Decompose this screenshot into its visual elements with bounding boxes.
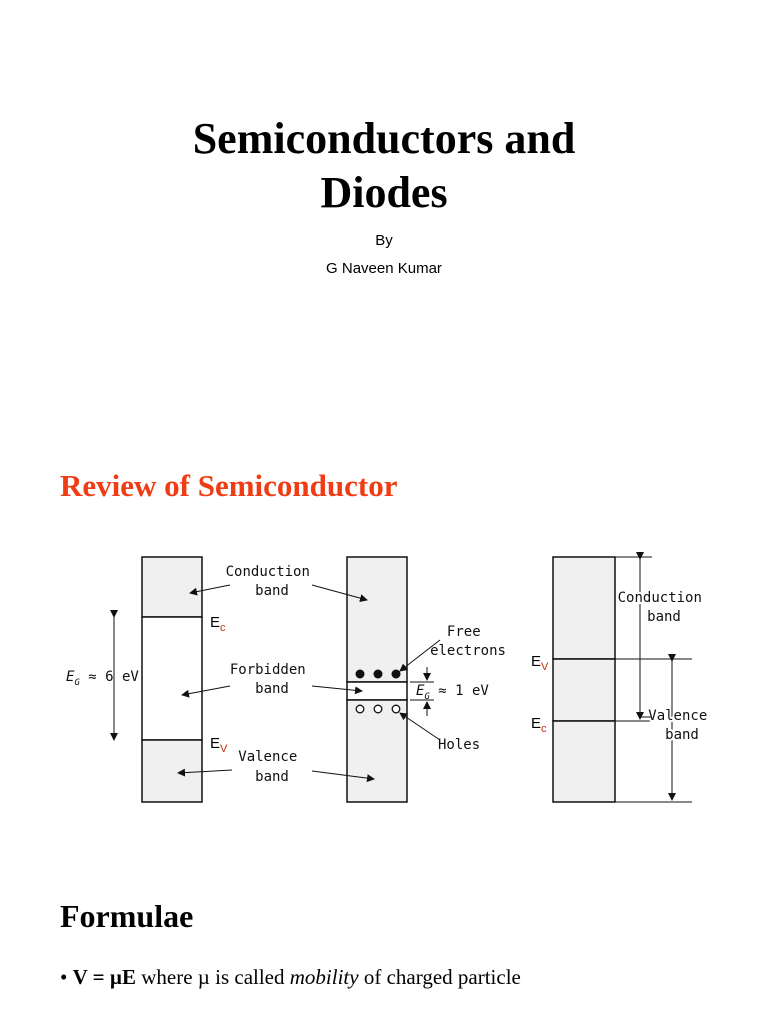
author-name: G Naveen Kumar [326, 260, 442, 277]
hole-circle [391, 704, 401, 714]
insulator-valence-arrow [177, 768, 233, 777]
conductor-valence-label: Valence band [648, 708, 712, 743]
semiconductor-forbidden-arrow [311, 685, 363, 695]
byline-by: By [375, 232, 393, 249]
section-heading-formulae: Formulae [60, 898, 194, 934]
section-heading-review: Review of Semiconductor [60, 468, 398, 503]
formula-equation: V = µE [72, 965, 136, 989]
page-title: Semiconductors and Diodes [0, 112, 768, 220]
insulator-forbidden-arrow [181, 685, 231, 698]
formula-emphasis: mobility [289, 965, 359, 989]
conductor-ec-label: Ec [531, 715, 547, 735]
free-electron-dot [355, 669, 365, 679]
bullet-marker: • [60, 965, 68, 989]
semiconductor-conduction-band-box [346, 556, 408, 683]
semiconductor-holes-label: Holes [438, 737, 480, 753]
insulator-ev-label: EV [210, 735, 228, 755]
semiconductor-gap-box [346, 681, 408, 701]
semiconductor-valence-band-box [346, 699, 408, 803]
insulator-forbidden-band-box [141, 616, 203, 741]
semiconductor-eg-label: EG ≈ 1 eV [416, 683, 489, 702]
insulator-conduction-label: Conduction band [226, 564, 319, 599]
insulator-valence-band-box [141, 739, 203, 803]
conductor-valence-band-box [552, 720, 616, 803]
insulator-ec-label: Ec [210, 614, 226, 634]
insulator-valence-label: Valence band [238, 749, 305, 785]
insulator-diagram: Conduction band Ec EG ≈ 6 eV Forbidden b… [66, 556, 319, 803]
title-line-2: Diodes [320, 168, 448, 217]
semiconductor-diagram: Free electrons EG ≈ 1 eV Holes [311, 556, 506, 803]
semiconductor-conduction-arrow [311, 584, 368, 603]
free-electron-dot [373, 669, 383, 679]
title-line-1: Semiconductors and [192, 114, 576, 163]
conductor-conduction-label: Conduction band [618, 590, 711, 625]
free-electron-dot [391, 669, 401, 679]
insulator-conduction-band-box [141, 556, 203, 618]
holes-arrow [399, 712, 441, 741]
conductor-conduction-band-box [552, 556, 616, 660]
formula-text-pre: where µ is called [135, 965, 290, 989]
conductor-diagram: Conduction band EV Ec Valence band [531, 552, 712, 803]
semiconductor-free-electrons-label: Free electrons [430, 624, 506, 659]
hole-circle [355, 704, 365, 714]
insulator-conduction-arrow [189, 584, 231, 596]
insulator-eg-label: EG ≈ 6 eV [66, 669, 139, 688]
free-electrons-arrow [399, 639, 441, 672]
energy-band-diagram: Conduction band Ec EG ≈ 6 eV Forbidden b… [66, 552, 712, 803]
semiconductor-valence-arrow [311, 770, 375, 783]
formula-text-post: of charged particle [358, 965, 521, 989]
conductor-ev-label: EV [531, 653, 549, 673]
formula-bullet-item: • V = µE where µ is called mobility of c… [60, 965, 521, 990]
conductor-overlap-box [552, 658, 616, 722]
hole-circle [373, 704, 383, 714]
insulator-forbidden-label: Forbidden band [230, 662, 314, 697]
